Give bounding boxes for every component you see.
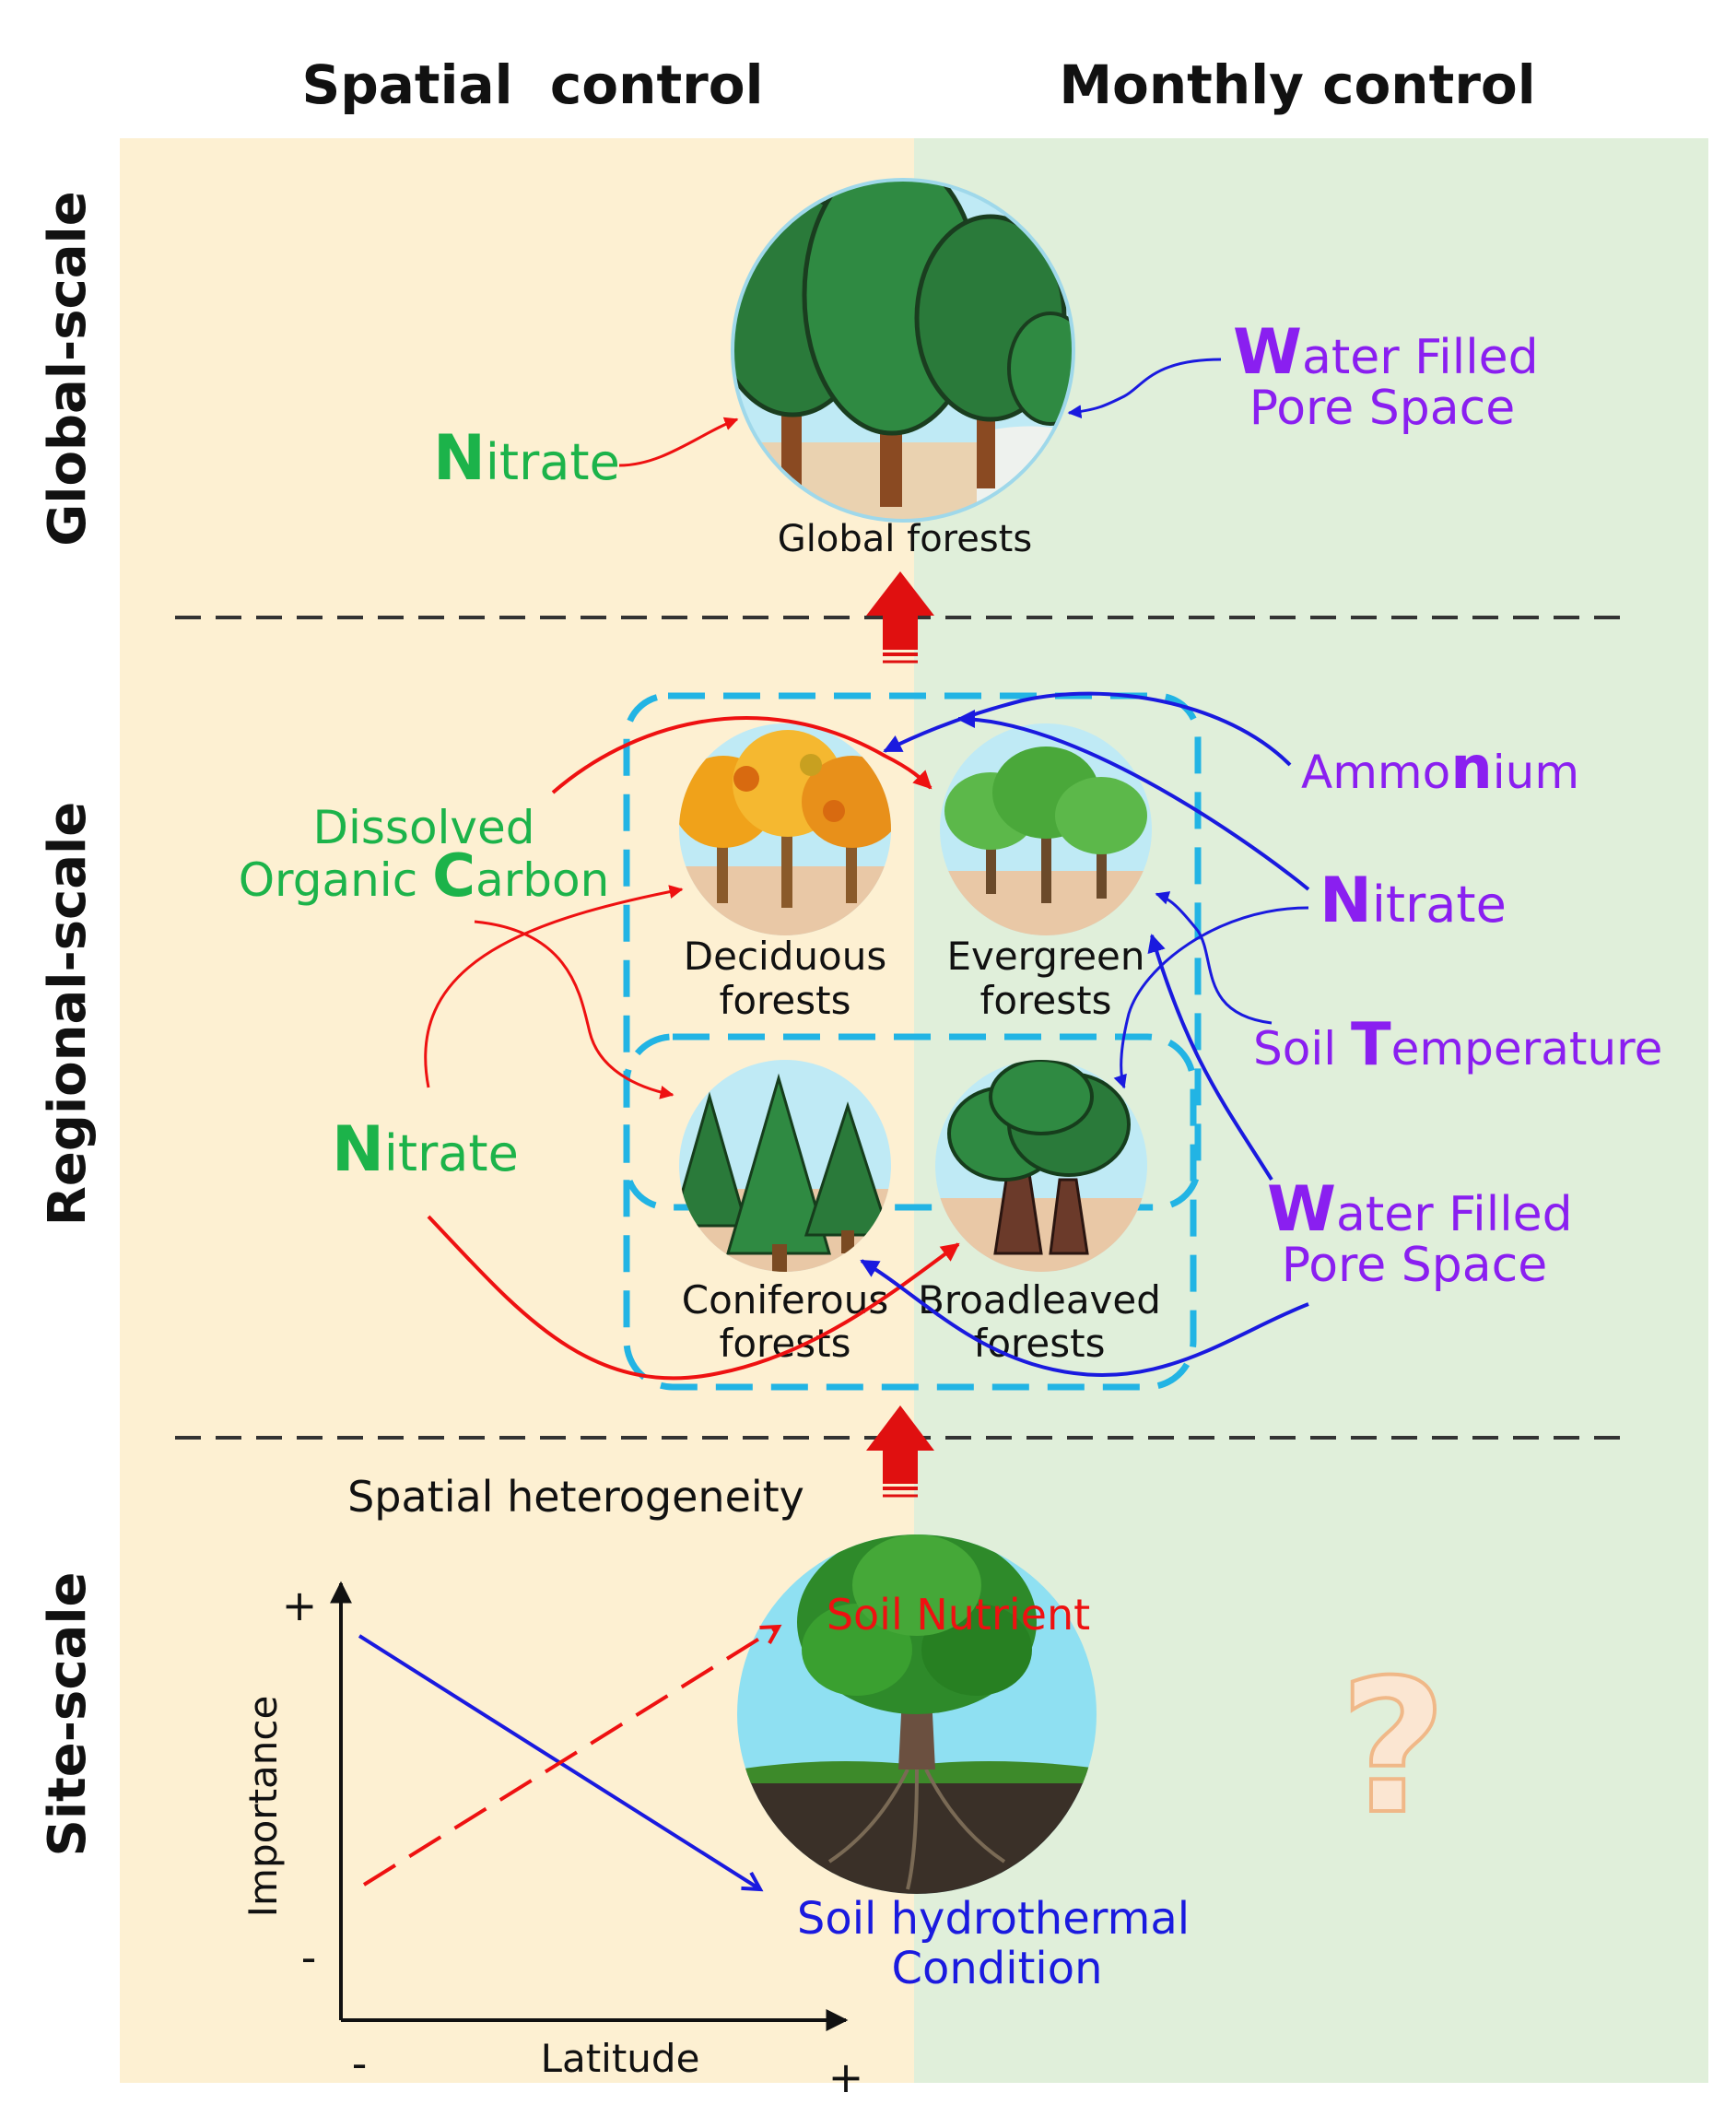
question-mark-icon: ? xyxy=(1340,1640,1447,1855)
regional-nitrate-left-initial: N xyxy=(332,1113,384,1186)
nitrate-to-broadleaved-regional-arrow xyxy=(1113,906,1309,1089)
doc-label-line2: Organic Carbon xyxy=(239,842,610,911)
broadleaved-label-line2: forests xyxy=(974,1321,1106,1366)
x-axis-minus: - xyxy=(352,2039,368,2088)
scale-up-arrow-bottom xyxy=(866,1405,934,1498)
spatial-heterogeneity-label: Spatial heterogeneity xyxy=(347,1472,804,1522)
regional-nitrate-left-label: Nitrate xyxy=(332,1113,519,1186)
global-nitrate-initial: N xyxy=(433,422,486,495)
nitrate-to-evergreen-arrow xyxy=(956,710,1310,891)
scale-label-global: Global-scale xyxy=(38,191,98,546)
soil-temperature-label: Soil Temperature xyxy=(1253,1011,1662,1079)
regional-wfps-line2: Pore Space xyxy=(1282,1238,1548,1293)
deciduous-label-line1: Deciduous xyxy=(684,934,886,979)
ammonium-pre: Ammo xyxy=(1301,746,1450,799)
coniferous-label-line1: Coniferous xyxy=(682,1277,888,1323)
regional-wfps-line1: Water Filled xyxy=(1267,1173,1573,1246)
soil-hydrothermal-label-line1: Soil hydrothermal xyxy=(797,1893,1190,1945)
doc-to-evergreen-arrow xyxy=(551,716,933,794)
doc-post: arbon xyxy=(475,853,609,907)
regional-nitrate-right-rest: itrate xyxy=(1372,876,1507,934)
regional-nitrate-left-rest: itrate xyxy=(384,1124,519,1182)
doc-initial: C xyxy=(432,842,475,911)
forest-type-box-upper xyxy=(623,692,1202,1211)
evergreen-label-line2: forests xyxy=(980,978,1112,1023)
scale-up-arrow-top xyxy=(866,571,934,664)
soil-temperature-initial: T xyxy=(1351,1011,1391,1079)
y-axis-minus: - xyxy=(301,1933,317,1982)
scale-label-site: Site-scale xyxy=(38,1571,98,1856)
soil-hydrothermal-label-line2: Condition xyxy=(891,1943,1102,1994)
wfps-to-coniferous-arrow xyxy=(860,1259,1309,1377)
x-axis-plus: + xyxy=(828,2052,864,2102)
global-nitrate-rest: itrate xyxy=(486,433,620,491)
global-nitrate-label: Nitrate xyxy=(433,422,620,495)
header-monthly-control: Monthly control xyxy=(1059,53,1535,116)
ammonium-post: ium xyxy=(1493,746,1579,799)
header-spatial-control: Spatial control xyxy=(301,53,763,116)
doc-to-coniferous-arrow xyxy=(474,920,674,1099)
global-nitrate-arrow xyxy=(618,417,739,467)
ammonium-to-deciduous-arrow xyxy=(883,691,1292,767)
coniferous-label-line2: forests xyxy=(720,1321,851,1366)
global-wfps-initial: W xyxy=(1233,316,1302,389)
global-wfps-line1: Water Filled xyxy=(1233,316,1539,389)
scale-label-regional: Regional-scale xyxy=(38,802,98,1226)
regional-nitrate-right-label: Nitrate xyxy=(1320,864,1507,937)
regional-nitrate-right-initial: N xyxy=(1320,864,1372,937)
x-axis-label: Latitude xyxy=(541,2036,700,2081)
doc-pre: Organic xyxy=(239,853,432,907)
soil-nutrient-trend-line xyxy=(362,1627,779,1887)
importance-latitude-chart xyxy=(330,1581,849,2031)
soil-nutrient-label: Soil Nutrient xyxy=(827,1590,1090,1640)
soil-temperature-pre: Soil xyxy=(1253,1022,1351,1076)
y-axis-plus: + xyxy=(282,1581,318,1630)
soil-temp-to-evergreen-arrow xyxy=(1155,891,1273,1025)
global-wfps-line2: Pore Space xyxy=(1249,381,1516,436)
deciduous-label-line2: forests xyxy=(720,978,851,1023)
global-forests-label: Global forests xyxy=(778,518,1032,560)
doc-label-line1: Dissolved xyxy=(312,801,534,854)
wfps-to-evergreen-arrow xyxy=(1147,934,1273,1182)
y-axis-label: Importance xyxy=(240,1696,286,1918)
regional-wfps-line1-rest: ater Filled xyxy=(1336,1187,1573,1242)
global-wfps-line1-rest: ater Filled xyxy=(1302,330,1539,385)
global-wfps-arrow xyxy=(1067,358,1222,419)
broadleaved-forests-illustration xyxy=(935,1060,1147,1272)
ammonium-initial: n xyxy=(1450,735,1493,803)
soil-temperature-post: emperature xyxy=(1391,1022,1663,1076)
site-tree-illustration xyxy=(737,1534,1097,1894)
broadleaved-label-line1: Broadleaved xyxy=(918,1277,1161,1323)
forest-type-box-lower xyxy=(623,1033,1197,1391)
evergreen-label-line1: Evergreen xyxy=(946,934,1144,979)
nitrate-to-broadleaved-arrow xyxy=(427,1215,960,1381)
nitrate-to-deciduous-arrow xyxy=(424,885,684,1088)
regional-wfps-initial: W xyxy=(1267,1173,1336,1246)
ammonium-label: Ammonium xyxy=(1301,735,1579,803)
